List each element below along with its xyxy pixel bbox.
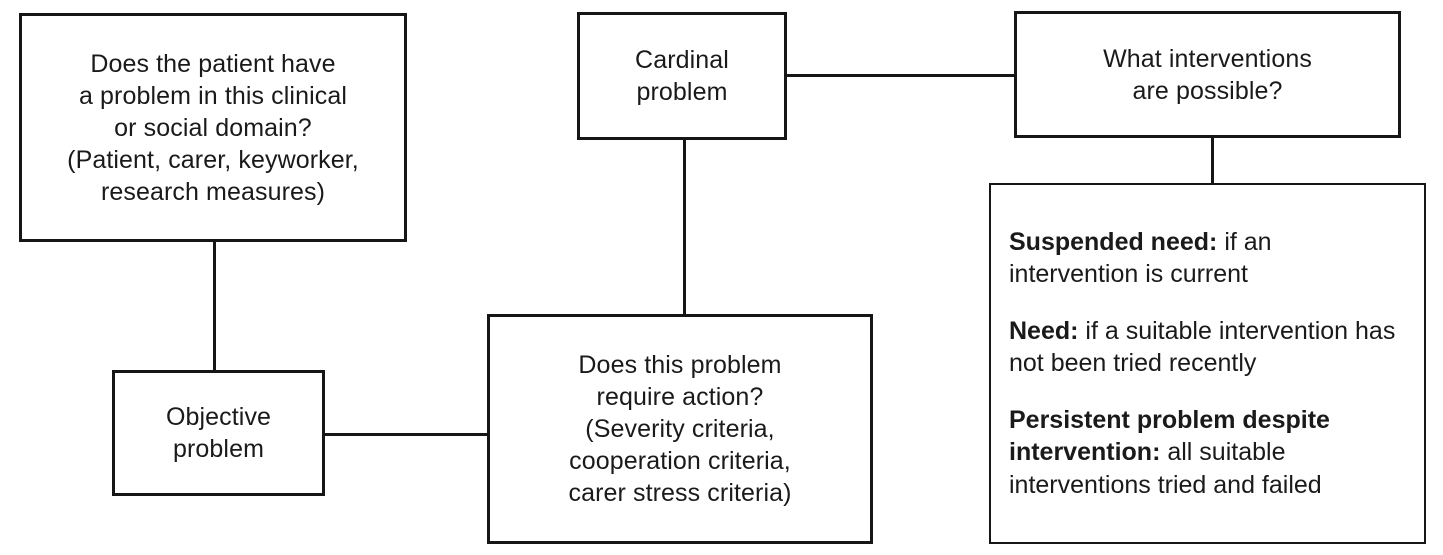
connector-cardinal-to-interventions (785, 74, 1017, 77)
node-line: Does this problem (578, 351, 782, 379)
outcome-item-suspended-need: Suspended need: if an intervention is cu… (1009, 226, 1406, 291)
node-line: or social domain? (114, 113, 312, 142)
connector-cardinal-to-require-action (683, 138, 686, 317)
node-line: a problem in this clinical (79, 81, 347, 110)
outcome-text: all suitable interventions tried and fai… (1009, 438, 1322, 499)
node-line: What interventions (1103, 44, 1312, 73)
node-line: require action? (596, 383, 764, 411)
node-intervention-outcomes[interactable]: Suspended need: if an intervention is cu… (989, 183, 1426, 544)
outcome-label: Persistent problem despite intervention: (1009, 405, 1330, 467)
node-line: cooperation criteria, (569, 447, 791, 475)
node-line: are possible? (1132, 76, 1283, 105)
node-line: (Patient, carer, keyworker, (67, 145, 359, 174)
node-objective-problem[interactable]: Objective problem (112, 370, 325, 496)
node-line: problem (172, 435, 265, 463)
node-require-action-question[interactable]: Does this problem require action? (Sever… (487, 314, 873, 544)
node-line: research measures) (100, 177, 326, 206)
node-line: problem (636, 78, 728, 106)
node-line: carer stress criteria) (568, 479, 792, 507)
outcome-label: Suspended need: (1009, 227, 1218, 256)
outcome-text: if a suitable intervention has not been … (1009, 316, 1396, 378)
outcome-item-need: Need: if a suitable intervention has not… (1009, 315, 1406, 380)
node-line: (Severity criteria, (585, 415, 775, 443)
node-interventions-question[interactable]: What interventions are possible? (1014, 11, 1401, 138)
outcome-text: if an intervention is current (1009, 227, 1272, 289)
node-line: Does the patient have (90, 49, 336, 78)
connector-interventions-to-outcomes (1211, 136, 1214, 186)
connector-patient-problem-to-objective-problem (213, 240, 216, 373)
outcome-label: Need: (1009, 316, 1079, 345)
connector-objective-problem-to-require-action (323, 433, 490, 436)
node-line: Cardinal (635, 46, 729, 74)
node-cardinal-problem[interactable]: Cardinal problem (577, 12, 787, 140)
node-patient-problem-question[interactable]: Does the patient have a problem in this … (19, 13, 407, 242)
node-line: Objective (165, 403, 272, 431)
outcome-item-persistent-problem: Persistent problem despite intervention:… (1009, 404, 1406, 502)
